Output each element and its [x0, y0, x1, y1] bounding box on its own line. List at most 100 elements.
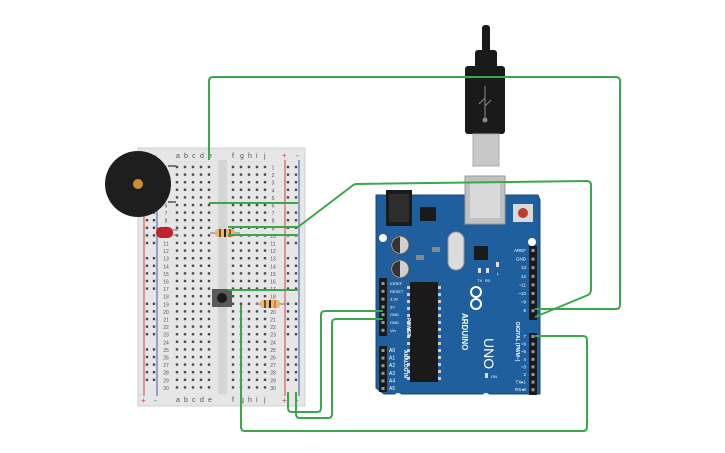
breadboard-hole[interactable] [255, 279, 259, 283]
breadboard-hole[interactable] [207, 363, 211, 366]
breadboard-hole[interactable] [199, 241, 203, 245]
breadboard-hole[interactable] [207, 188, 211, 191]
breadboard-hole[interactable] [231, 317, 235, 321]
breadboard-hole[interactable] [183, 226, 187, 229]
rail-hole[interactable] [286, 363, 290, 366]
breadboard-hole[interactable] [207, 302, 211, 305]
breadboard-hole[interactable] [199, 226, 203, 229]
breadboard-hole[interactable] [191, 181, 195, 184]
breadboard-hole[interactable] [199, 272, 203, 275]
breadboard-hole[interactable] [175, 295, 179, 298]
rail-hole[interactable] [294, 181, 298, 184]
breadboard-hole[interactable] [191, 302, 195, 305]
rail-hole[interactable] [145, 348, 149, 351]
breadboard-hole[interactable] [183, 165, 187, 169]
breadboard-hole[interactable] [247, 241, 251, 245]
breadboard-hole[interactable] [263, 325, 267, 328]
breadboard-hole[interactable] [255, 264, 259, 267]
rail-hole[interactable] [145, 257, 149, 260]
rail-hole[interactable] [286, 302, 290, 305]
rail-hole[interactable] [294, 196, 298, 199]
breadboard-hole[interactable] [255, 355, 259, 359]
breadboard-hole[interactable] [255, 196, 259, 199]
breadboard-hole[interactable] [231, 295, 235, 298]
breadboard-hole[interactable] [247, 348, 251, 351]
breadboard-hole[interactable] [175, 325, 179, 328]
breadboard-hole[interactable] [191, 173, 195, 176]
analog-pin[interactable] [381, 379, 385, 383]
breadboard-hole[interactable] [199, 302, 203, 305]
rail-hole[interactable] [145, 333, 149, 336]
breadboard-hole[interactable] [175, 355, 179, 359]
breadboard-hole[interactable] [255, 188, 259, 191]
breadboard-hole[interactable] [247, 272, 251, 275]
breadboard-hole[interactable] [199, 363, 203, 366]
rail-hole[interactable] [286, 257, 290, 260]
breadboard-hole[interactable] [199, 203, 203, 207]
breadboard-hole[interactable] [247, 264, 251, 267]
breadboard-hole[interactable] [183, 317, 187, 321]
breadboard-hole[interactable] [199, 310, 203, 313]
rail-hole[interactable] [152, 287, 156, 290]
breadboard-hole[interactable] [191, 203, 195, 207]
rail-hole[interactable] [152, 234, 156, 237]
breadboard-hole[interactable] [199, 348, 203, 351]
breadboard-hole[interactable] [207, 219, 211, 222]
digital-pin[interactable] [531, 292, 535, 295]
breadboard-hole[interactable] [239, 203, 243, 207]
digital-pin[interactable] [531, 380, 535, 384]
breadboard-hole[interactable] [255, 371, 259, 374]
breadboard-hole[interactable] [239, 211, 243, 214]
breadboard-hole[interactable] [199, 386, 203, 389]
breadboard-hole[interactable] [175, 310, 179, 313]
power-pin[interactable] [381, 313, 385, 317]
breadboard-hole[interactable] [183, 378, 187, 381]
breadboard-hole[interactable] [183, 249, 187, 252]
rail-hole[interactable] [294, 355, 298, 359]
breadboard-hole[interactable] [231, 241, 235, 245]
breadboard-hole[interactable] [255, 378, 259, 381]
breadboard-hole[interactable] [199, 355, 203, 359]
rail-hole[interactable] [286, 165, 290, 169]
breadboard-hole[interactable] [199, 287, 203, 290]
breadboard-hole[interactable] [191, 325, 195, 328]
breadboard-hole[interactable] [239, 241, 243, 245]
breadboard-hole[interactable] [183, 234, 187, 237]
wire-button-to-pin7[interactable] [240, 305, 588, 432]
breadboard-hole[interactable] [231, 302, 235, 305]
breadboard-hole[interactable] [247, 211, 251, 214]
breadboard-hole[interactable] [207, 226, 211, 229]
breadboard-hole[interactable] [199, 188, 203, 191]
rail-hole[interactable] [152, 371, 156, 374]
rail-hole[interactable] [152, 257, 156, 260]
breadboard-hole[interactable] [207, 295, 211, 298]
rail-hole[interactable] [152, 226, 156, 229]
breadboard-hole[interactable] [191, 257, 195, 260]
breadboard-hole[interactable] [207, 348, 211, 351]
breadboard-hole[interactable] [255, 181, 259, 184]
breadboard-hole[interactable] [263, 219, 267, 222]
breadboard-hole[interactable] [183, 272, 187, 275]
breadboard-hole[interactable] [231, 188, 235, 191]
breadboard-hole[interactable] [199, 173, 203, 176]
breadboard-hole[interactable] [175, 219, 179, 222]
rail-hole[interactable] [286, 188, 290, 191]
breadboard-hole[interactable] [175, 257, 179, 260]
breadboard-hole[interactable] [175, 279, 179, 283]
breadboard-hole[interactable] [183, 287, 187, 290]
breadboard-hole[interactable] [191, 219, 195, 222]
rail-hole[interactable] [286, 378, 290, 381]
breadboard-hole[interactable] [263, 196, 267, 199]
breadboard-hole[interactable] [231, 257, 235, 260]
breadboard-hole[interactable] [231, 355, 235, 359]
breadboard-hole[interactable] [231, 348, 235, 351]
breadboard-hole[interactable] [247, 181, 251, 184]
breadboard-hole[interactable] [247, 378, 251, 381]
rail-hole[interactable] [286, 272, 290, 275]
rail-hole[interactable] [152, 264, 156, 267]
breadboard-hole[interactable] [263, 241, 267, 245]
resistor-1[interactable] [210, 229, 240, 237]
rail-hole[interactable] [294, 272, 298, 275]
breadboard-hole[interactable] [207, 241, 211, 245]
